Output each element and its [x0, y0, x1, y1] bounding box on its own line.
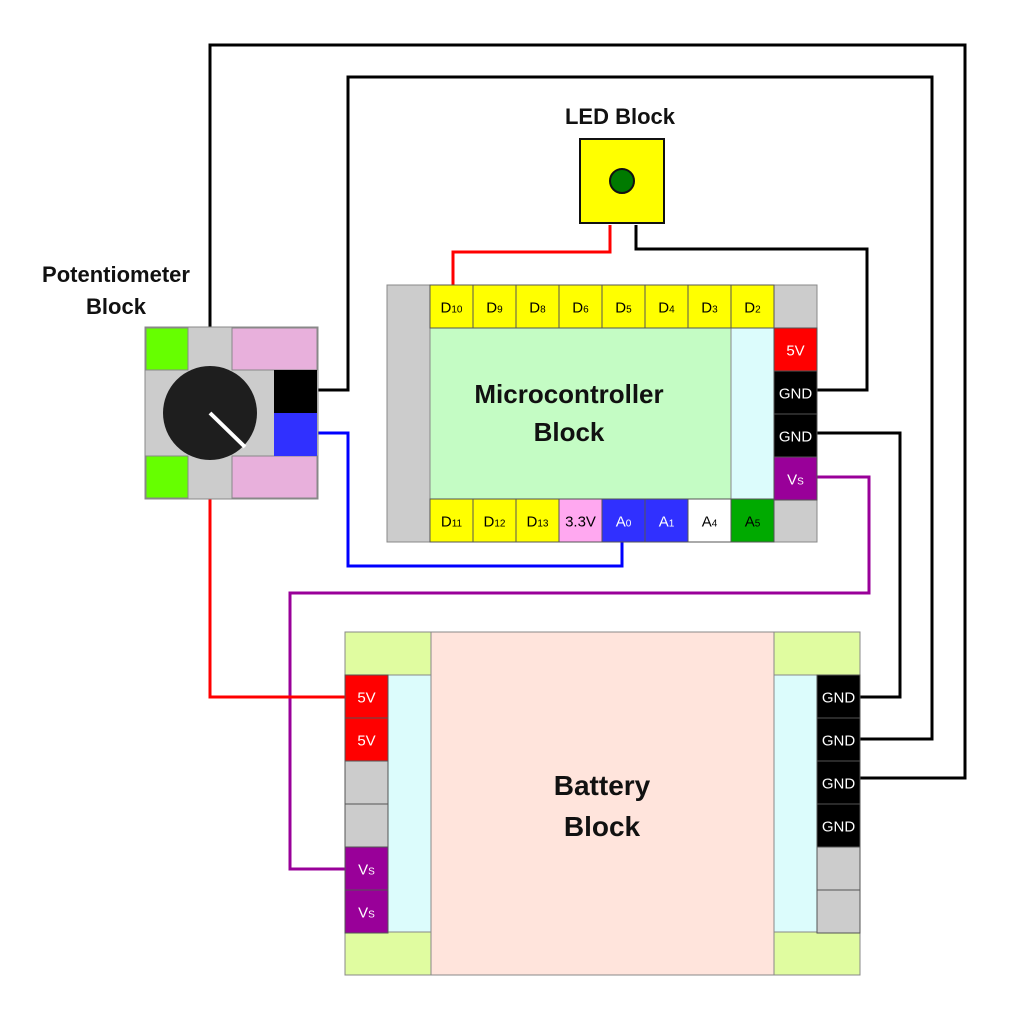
wire-pot-top-to-battery-gnd — [208, 43, 967, 780]
knob-indicator-icon — [208, 411, 247, 449]
pin-d12[interactable] — [472, 498, 517, 543]
pin-label: VS — [358, 905, 375, 922]
pin-empty[interactable] — [816, 846, 861, 891]
potentiometer-side-pad — [231, 455, 318, 499]
pin-empty[interactable] — [344, 760, 389, 805]
potentiometer-gnd-pin[interactable] — [274, 370, 317, 413]
battery-title-line1: Battery — [554, 770, 651, 801]
pin-label: D3 — [701, 300, 718, 317]
microcontroller-top-pins: D10 D9 D8 D6 D5 D4 D3 D2 — [429, 284, 775, 329]
pin-d13[interactable] — [515, 498, 560, 543]
pin-label: D5 — [615, 300, 632, 317]
pin-empty[interactable] — [816, 889, 861, 934]
pin-d2[interactable] — [730, 284, 775, 329]
potentiometer-corner-pad — [145, 455, 189, 499]
battery-title-line2: Block — [564, 811, 641, 842]
pin-3-3v[interactable] — [558, 498, 603, 543]
pin-d6[interactable] — [558, 284, 603, 329]
pin-label: 5V — [786, 343, 804, 360]
microcontroller-bottom-pins: D11 D12 D13 3.3V A0 A1 A4 A5 — [429, 498, 775, 543]
potentiometer-side-pad — [231, 327, 318, 371]
potentiometer-title-line1: Potentiometer — [42, 262, 190, 287]
microcontroller-body — [429, 327, 732, 500]
pin-gnd[interactable] — [816, 760, 861, 805]
pin-d11[interactable] — [429, 498, 474, 543]
wire-pot-to-mcu-top-loop — [318, 75, 934, 741]
battery-block[interactable]: Battery Block 5V 5V VS VS GND GND GND GND — [344, 631, 861, 976]
battery-corner-pad — [344, 931, 432, 976]
microcontroller-title-line1: Microcontroller — [474, 379, 663, 409]
pin-5v[interactable] — [773, 327, 818, 372]
pin-label: D4 — [658, 300, 675, 317]
pin-gnd[interactable] — [773, 413, 818, 458]
pin-label: A4 — [702, 514, 718, 531]
pin-label: D2 — [744, 300, 761, 317]
wire-led-gnd-to-mcu-gnd — [634, 225, 869, 392]
pin-a0[interactable] — [601, 498, 646, 543]
pin-5v[interactable] — [344, 674, 389, 719]
wire-mcu-gnd-to-battery-gnd — [816, 431, 902, 699]
pin-label: GND — [779, 386, 813, 403]
battery-corner-pad — [773, 931, 861, 976]
pin-label: D9 — [486, 300, 503, 317]
microcontroller-side-strip — [730, 327, 775, 500]
led-light-icon — [609, 168, 635, 194]
pin-label: A0 — [616, 514, 632, 531]
pin-label: 3.3V — [565, 514, 596, 531]
pin-label: D12 — [484, 514, 506, 531]
pin-gnd[interactable] — [816, 674, 861, 719]
pin-label: D10 — [441, 300, 463, 317]
pin-label: 5V — [357, 733, 375, 750]
battery-right-strip — [773, 674, 818, 933]
pin-label: D6 — [572, 300, 589, 317]
pin-label: VS — [358, 862, 375, 879]
microcontroller-right-pins: 5V GND GND VS — [773, 327, 818, 501]
pin-label: D11 — [441, 514, 463, 531]
pin-vs[interactable] — [773, 456, 818, 501]
wire-pot-wiper-to-a0 — [318, 431, 624, 568]
pin-label: 5V — [357, 690, 375, 707]
pin-label: D13 — [527, 514, 549, 531]
wire-mcu-vs-to-battery-vs — [288, 475, 871, 871]
battery-corner-pad — [344, 631, 432, 676]
pin-d9[interactable] — [472, 284, 517, 329]
battery-right-pins: GND GND GND GND — [816, 674, 861, 934]
pin-label: GND — [822, 819, 856, 836]
pin-empty[interactable] — [344, 803, 389, 848]
potentiometer-block[interactable]: Potentiometer Block — [42, 262, 319, 500]
pin-d8[interactable] — [515, 284, 560, 329]
pin-d3[interactable] — [687, 284, 732, 329]
wires — [208, 43, 967, 871]
pin-label: GND — [779, 429, 813, 446]
led-title: LED Block — [565, 104, 676, 129]
pin-label: A5 — [745, 514, 761, 531]
pin-label: A1 — [659, 514, 675, 531]
pin-gnd[interactable] — [773, 370, 818, 415]
pin-vs[interactable] — [344, 846, 389, 891]
potentiometer-title-line2: Block — [86, 294, 147, 319]
led-block[interactable]: LED Block — [565, 104, 676, 224]
pin-label: GND — [822, 776, 856, 793]
pin-label: GND — [822, 690, 856, 707]
battery-left-strip — [387, 674, 432, 933]
pin-gnd[interactable] — [816, 803, 861, 848]
wire-led-signal-to-d10 — [451, 225, 612, 286]
pin-label: VS — [787, 472, 804, 489]
pin-label: GND — [822, 733, 856, 750]
pin-d10[interactable] — [429, 284, 474, 329]
pin-a5[interactable] — [730, 498, 775, 543]
microcontroller-title-line2: Block — [534, 417, 605, 447]
wire-pot-5v-to-battery-5v — [208, 480, 345, 699]
pin-label: D8 — [529, 300, 546, 317]
potentiometer-signal-pin[interactable] — [274, 413, 317, 456]
potentiometer-corner-pad — [145, 327, 189, 371]
pin-a4[interactable] — [687, 498, 732, 543]
battery-left-pins: 5V 5V VS VS — [344, 674, 389, 934]
pin-a1[interactable] — [644, 498, 689, 543]
pin-vs[interactable] — [344, 889, 389, 934]
battery-corner-pad — [773, 631, 861, 676]
pin-d5[interactable] — [601, 284, 646, 329]
